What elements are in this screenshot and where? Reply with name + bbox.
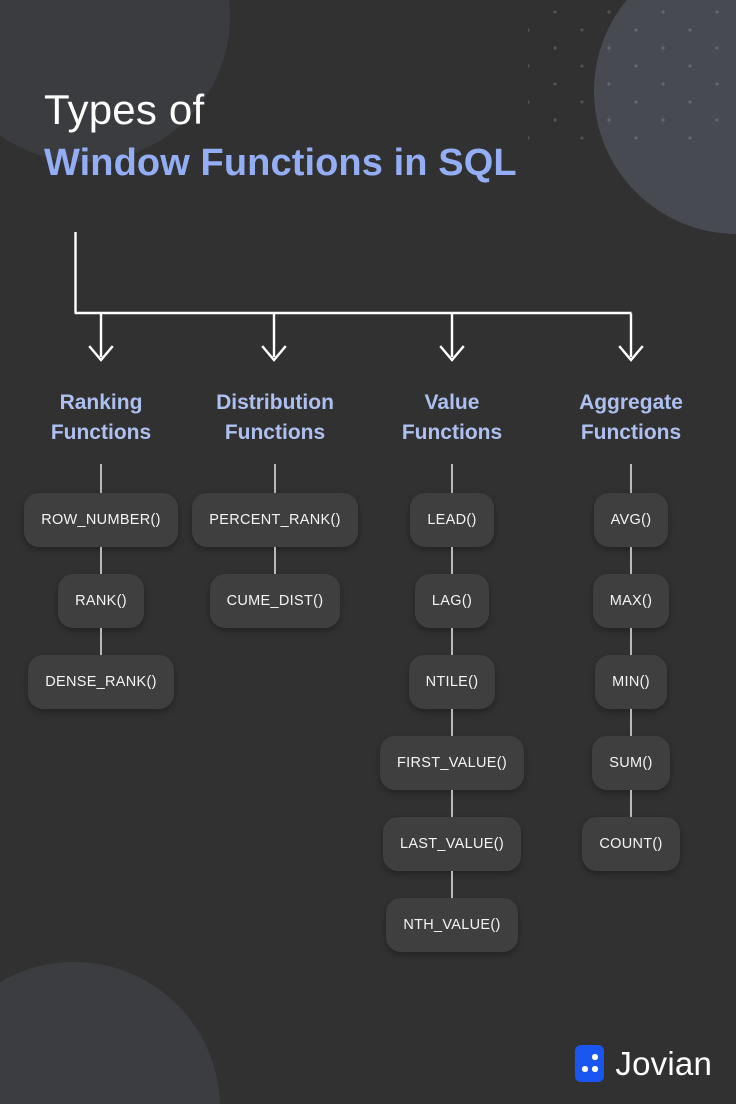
function-pill[interactable]: LEAD() [410,492,494,547]
column-heading-aggregate: Aggregate Functions [579,391,683,445]
brand-lockup[interactable]: Jovian [575,1045,712,1082]
brand-wordmark: Jovian [615,1045,712,1082]
column-ranking: Ranking Functions ROW_NUMBER() RANK() DE… [16,388,186,709]
function-pill[interactable]: NTH_VALUE() [386,870,518,952]
pill-stack-ranking: ROW_NUMBER() RANK() DENSE_RANK() [24,463,178,709]
function-pill[interactable]: MAX() [592,546,670,628]
page-title-primary: Types of [44,86,205,133]
column-value: Value Functions LEAD() LAG() NTILE() FIR… [367,388,537,952]
pill-stack-distribution: PERCENT_RANK() CUME_DIST() [192,463,358,628]
function-pill[interactable]: RANK() [58,546,144,628]
column-aggregate: Aggregate Functions AVG() MAX() MIN() SU… [546,388,716,871]
page-title-block: Types of Window Functions in SQL [44,86,517,185]
function-pill[interactable]: PERCENT_RANK() [192,492,358,547]
page-title-secondary: Window Functions in SQL [44,142,517,185]
function-pill[interactable]: FIRST_VALUE() [380,708,524,790]
function-pill[interactable]: ROW_NUMBER() [24,492,178,547]
column-distribution: Distribution Functions PERCENT_RANK() CU… [190,388,360,628]
arrowhead-distribution [261,345,287,362]
logo-dot [582,1066,588,1072]
function-pill[interactable]: AVG() [593,492,669,547]
logo-dot [592,1066,598,1072]
function-pill[interactable]: NTILE() [408,627,496,709]
column-heading-value: Value Functions [401,391,503,445]
arrowhead-ranking [88,345,114,362]
function-pill[interactable]: DENSE_RANK() [28,627,174,709]
function-pill[interactable]: CUME_DIST() [209,546,341,628]
function-pill[interactable]: SUM() [592,708,670,790]
pill-stack-aggregate: AVG() MAX() MIN() SUM() COUNT() [582,463,680,871]
arrowhead-value [439,345,465,362]
pill-stack-value: LEAD() LAG() NTILE() FIRST_VALUE() LAST_… [380,463,524,952]
jovian-logo-icon [575,1045,605,1082]
column-heading-ranking: Ranking Functions [50,391,152,445]
function-pill[interactable]: LAST_VALUE() [382,789,522,871]
function-pill[interactable]: MIN() [595,627,667,709]
arrowhead-aggregate [618,345,644,362]
logo-dot [592,1054,598,1060]
function-pill[interactable]: LAG() [414,546,490,628]
function-pill[interactable]: COUNT() [582,789,680,871]
column-heading-distribution: Distribution Functions [216,391,334,445]
